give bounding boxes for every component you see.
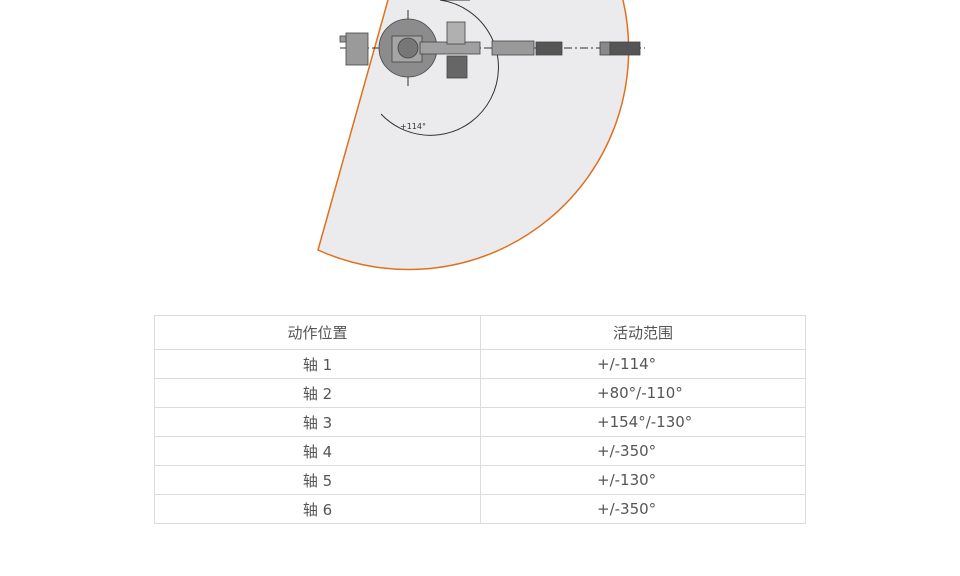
table-row: 轴 5+/-130° [154,465,806,495]
axis-cell: 轴 3 [154,407,481,437]
range-cell: +/-350° [480,436,806,466]
table-row: 轴 3+154°/-130° [154,407,806,437]
axis-cell: 轴 1 [154,349,481,379]
table-header-row: 动作位置 活动范围 [154,315,806,350]
range-cell: +/-350° [480,494,806,524]
table-row: 轴 4+/-350° [154,436,806,466]
axis-cell: 轴 2 [154,378,481,408]
axis-cell: 轴 4 [154,436,481,466]
header-range: 活动范围 [480,315,806,350]
range-cell: +154°/-130° [480,407,806,437]
robot-workspace-diagram: +114° [317,0,645,271]
axis-cell: 轴 5 [154,465,481,495]
table-row: 轴 1+/-114° [154,349,806,379]
axis-range-table: 动作位置 活动范围 轴 1+/-114° 轴 2+80°/-110° 轴 3+1… [154,315,806,524]
table-row: 轴 2+80°/-110° [154,378,806,408]
table-row: 轴 6+/-350° [154,494,806,524]
axis-cell: 轴 6 [154,494,481,524]
robot-arm-icon [339,18,641,79]
angle-label: +114° [400,122,426,131]
range-cell: +/-130° [480,465,806,495]
header-axis: 动作位置 [154,315,481,350]
rotation-arc [380,0,499,136]
workspace-boundary [317,0,630,271]
range-cell: +/-114° [480,349,806,379]
range-cell: +80°/-110° [480,378,806,408]
